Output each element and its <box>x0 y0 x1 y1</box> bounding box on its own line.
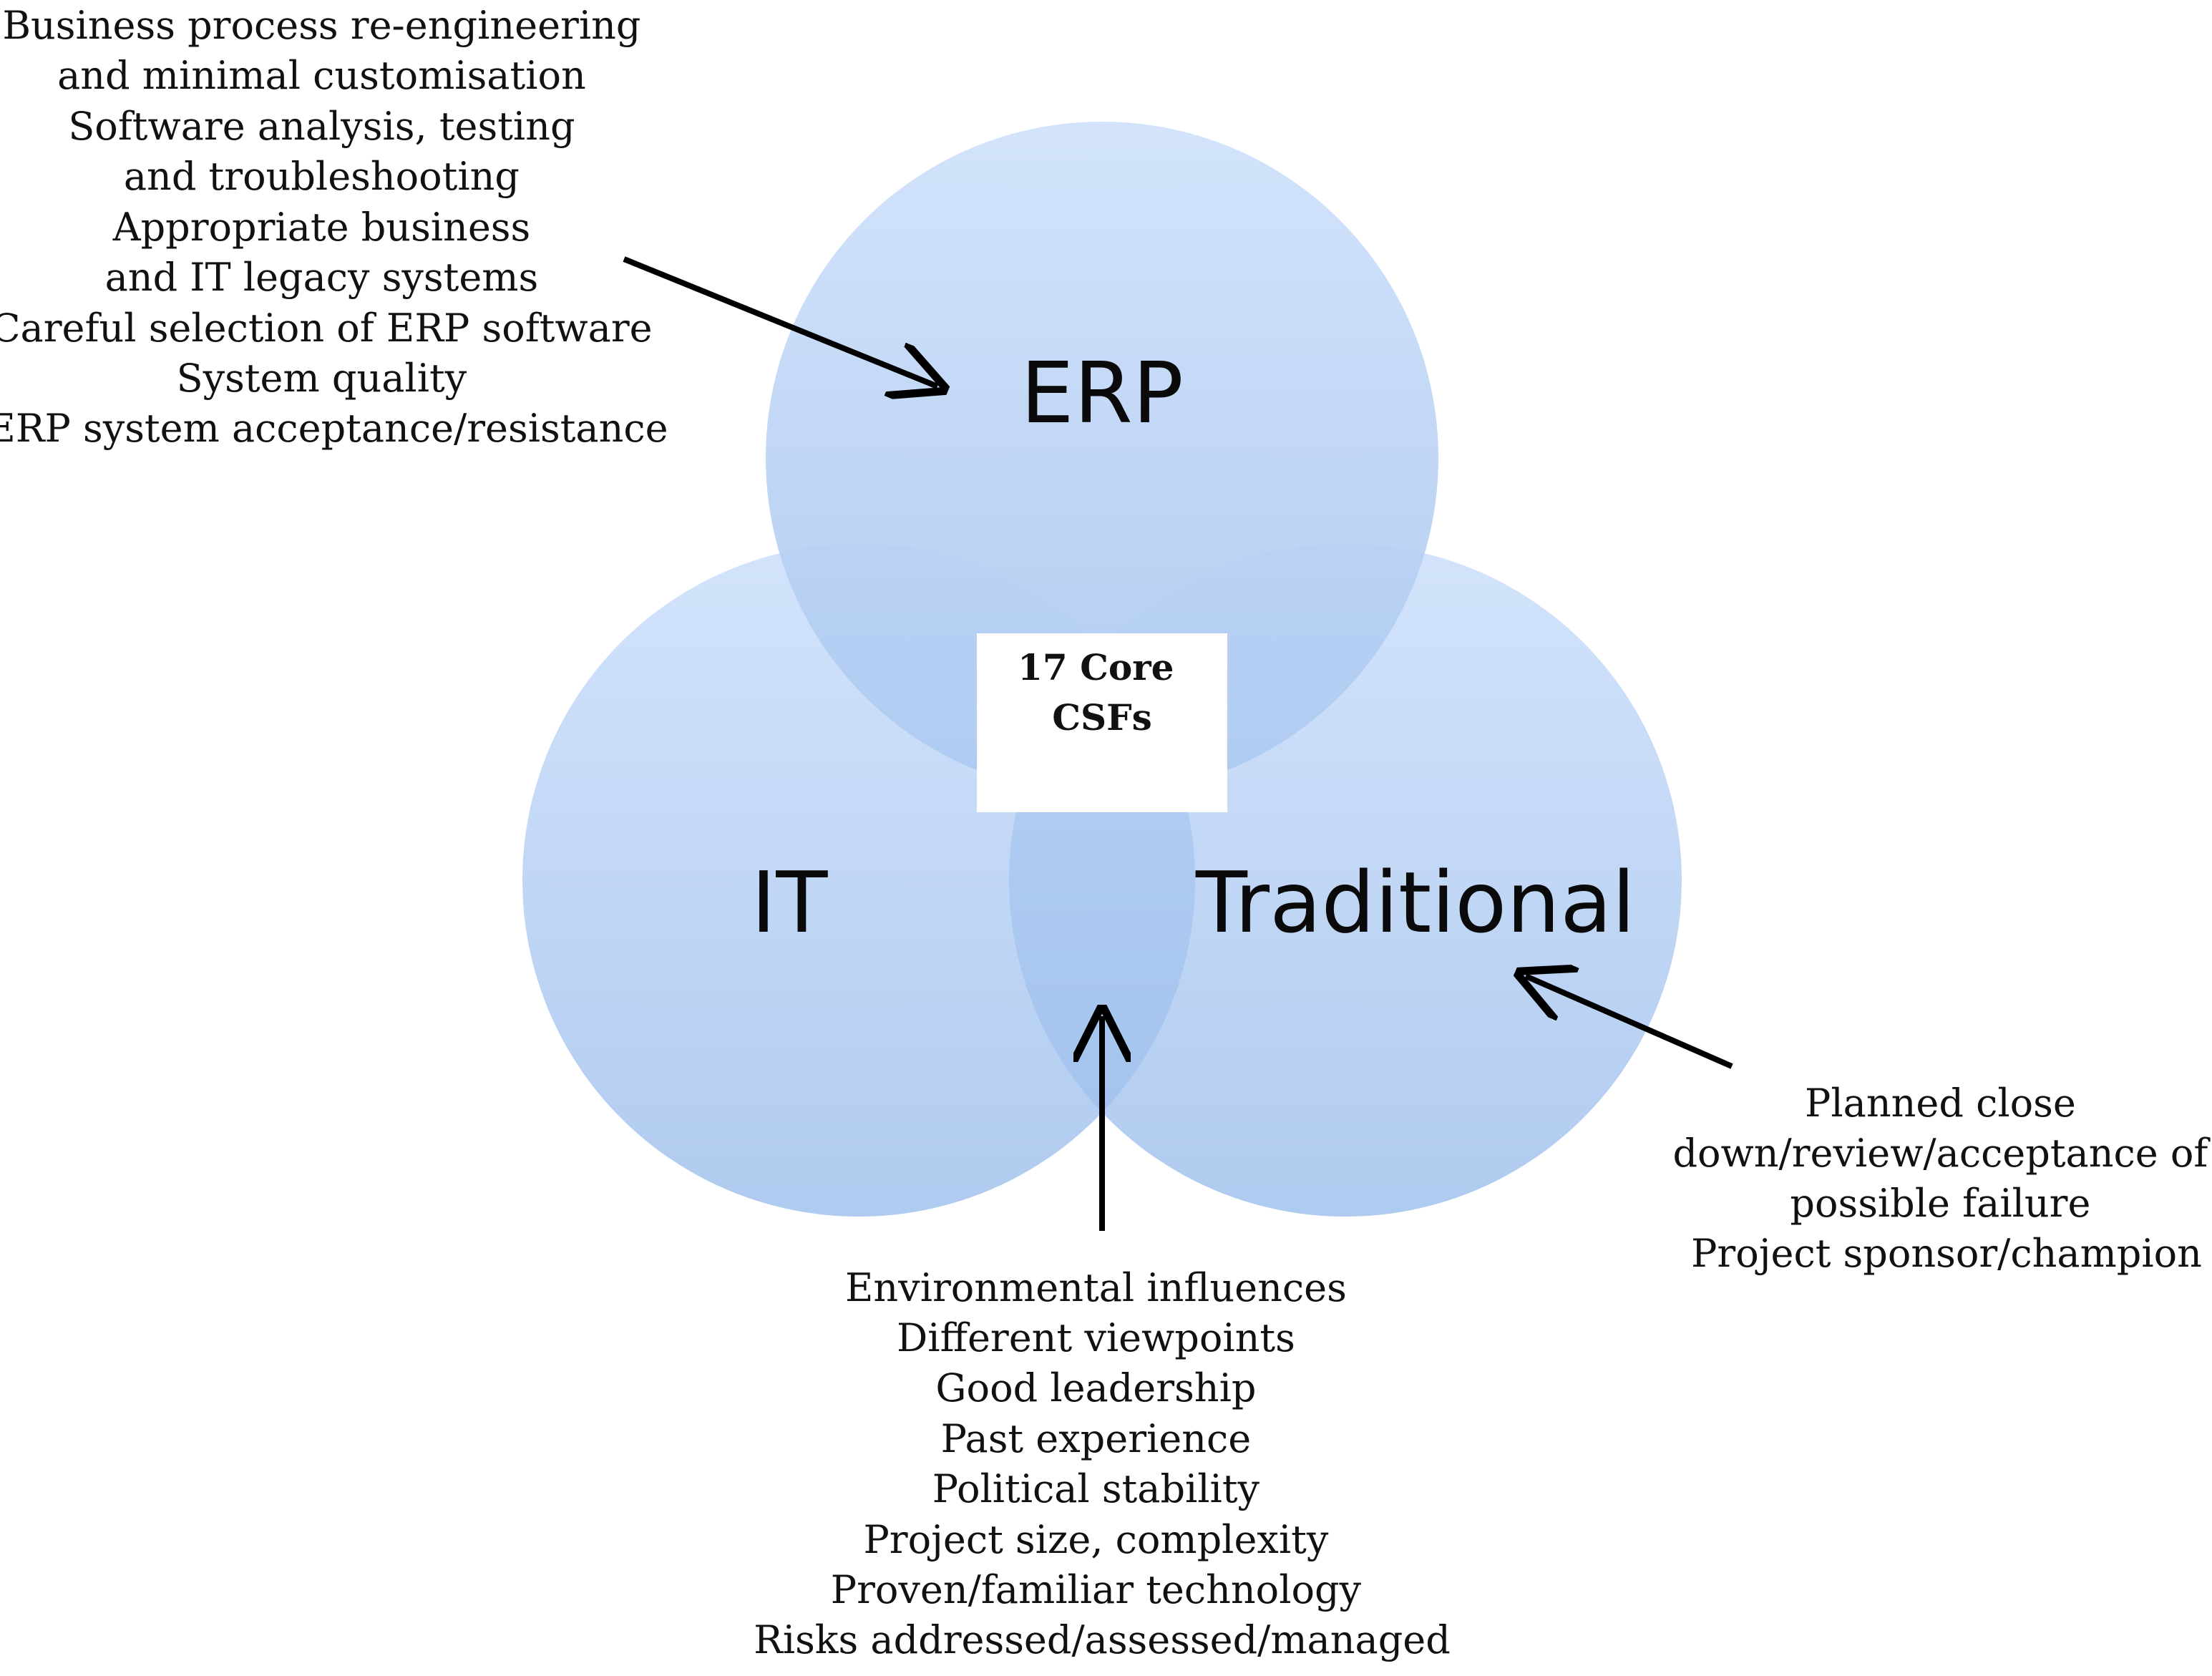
traditional-label: Traditional <box>1195 853 1635 952</box>
erp-label: ERP <box>1020 344 1184 442</box>
traditional-arrow <box>1526 976 1733 1069</box>
core-box <box>977 633 1227 812</box>
it-label: IT <box>751 853 829 952</box>
core-label: 17 Core CSFs <box>1018 646 1187 739</box>
erp-arrow <box>623 256 937 386</box>
traditional-factors: Planned close down/review/acceptance of … <box>1672 1081 2212 1276</box>
shared-factors: Environmental influences Different viewp… <box>754 1265 1451 1662</box>
erp-factors: Business process re-engineering and mini… <box>0 3 668 451</box>
